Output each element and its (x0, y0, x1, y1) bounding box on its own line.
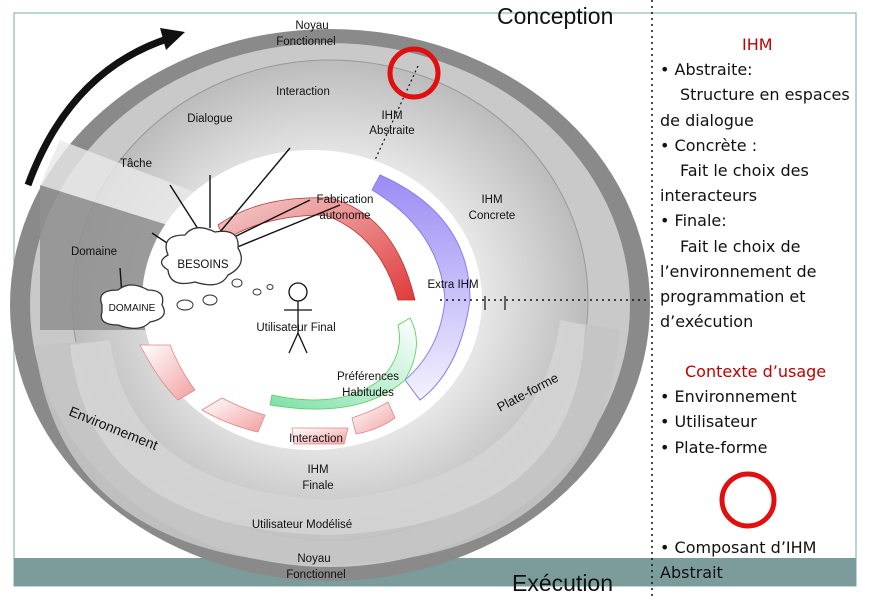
finale-desc-2: l’environnement de (660, 261, 817, 281)
abstraite-desc-1: Structure en espaces (680, 85, 850, 105)
ihm-title: IHM (742, 35, 773, 54)
composant-line-1: • Composant d’IHM (660, 538, 817, 557)
finale-item: • Finale: (660, 211, 727, 231)
user-figure (284, 282, 312, 354)
ihm-finale-2: Finale (302, 480, 333, 492)
interaction-bottom-label: Interaction (289, 433, 343, 445)
noyau-top-2: Fonctionnel (276, 36, 335, 48)
utilisateur-final-label: Utilisateur Final (256, 322, 335, 334)
noyau-bottom-1: Noyau (297, 553, 330, 565)
composant-marker (387, 46, 441, 100)
ihm-abstraite-2: Abstraite (369, 125, 414, 137)
fabrication-1: Fabrication (317, 194, 374, 206)
utilisateur-modelise-label: Utilisateur Modélisé (252, 519, 352, 531)
domaine-ring-label: Domaine (71, 246, 117, 258)
cycle-arrow (24, 34, 172, 187)
concrete-desc-2: interacteurs (660, 186, 758, 206)
composant-line-2: Abstrait (660, 563, 723, 583)
tache-sector (40, 140, 215, 235)
contexte-legend: Contexte d’usage • Environnement • Utili… (660, 359, 865, 460)
besoins-label: BESOINS (177, 259, 228, 271)
finale-desc-3: programmation et (660, 287, 806, 307)
execution-label: Exécution (512, 570, 613, 596)
tache-label: Tâche (120, 158, 152, 170)
preferences-2: Habitudes (342, 387, 394, 399)
ihm-concrete-panel (371, 174, 471, 401)
panel-bottom-left (201, 397, 266, 433)
conception-label: Conception (497, 3, 613, 29)
besoins-cloud (160, 227, 242, 286)
panel-interaction (291, 427, 349, 445)
ihm-concrete-1: IHM (481, 194, 502, 206)
abstraite-desc-2: de dialogue (660, 110, 754, 130)
ihm-abstraite-1: IHM (381, 110, 402, 122)
composant-legend: • Composant d’IHM Abstrait (660, 535, 865, 585)
extra-arrows (484, 296, 506, 310)
finale-desc-1: Fait le choix de (680, 236, 801, 256)
preferences-panel (269, 317, 417, 410)
contexte-item-environnement: • Environnement (660, 387, 797, 407)
ihm-concrete-2: Concrete (469, 210, 516, 222)
dialogue-label: Dialogue (187, 113, 232, 125)
panel-bottom-right (351, 401, 396, 435)
noyau-bottom-2: Fonctionnel (286, 569, 345, 581)
contexte-title: Contexte d’usage (685, 362, 827, 381)
domaine-cloud-label: DOMAINE (109, 303, 156, 314)
thought-bubbles (176, 278, 274, 311)
interaction-label: Interaction (276, 86, 330, 98)
fabrication-2: autonome (319, 210, 370, 222)
concrete-item: • Concrète : (660, 135, 758, 155)
ihm-legend: IHM • Abstraite: Structure en espaces de… (660, 32, 865, 334)
abstraite-item: • Abstraite: (660, 60, 753, 80)
legend-composant-marker (719, 471, 777, 529)
noyau-top-1: Noyau (295, 20, 328, 32)
preferences-1: Préférences (337, 371, 399, 383)
domaine-cloud (100, 284, 165, 329)
fabrication-panel (217, 197, 416, 301)
contexte-inner (70, 320, 585, 535)
concrete-desc-1: Fait le choix des (680, 161, 809, 181)
panel-left (139, 344, 196, 401)
cycle-arrow-head (160, 28, 185, 50)
contexte-item-plate-forme: • Plate-forme (660, 437, 768, 457)
extra-ihm-label: Extra IHM (427, 279, 478, 291)
abstraite-line (374, 65, 419, 161)
ihm-finale-1: IHM (307, 464, 328, 476)
finale-desc-4: d’exécution (660, 312, 754, 332)
contexte-item-utilisateur: • Utilisateur (660, 412, 757, 432)
